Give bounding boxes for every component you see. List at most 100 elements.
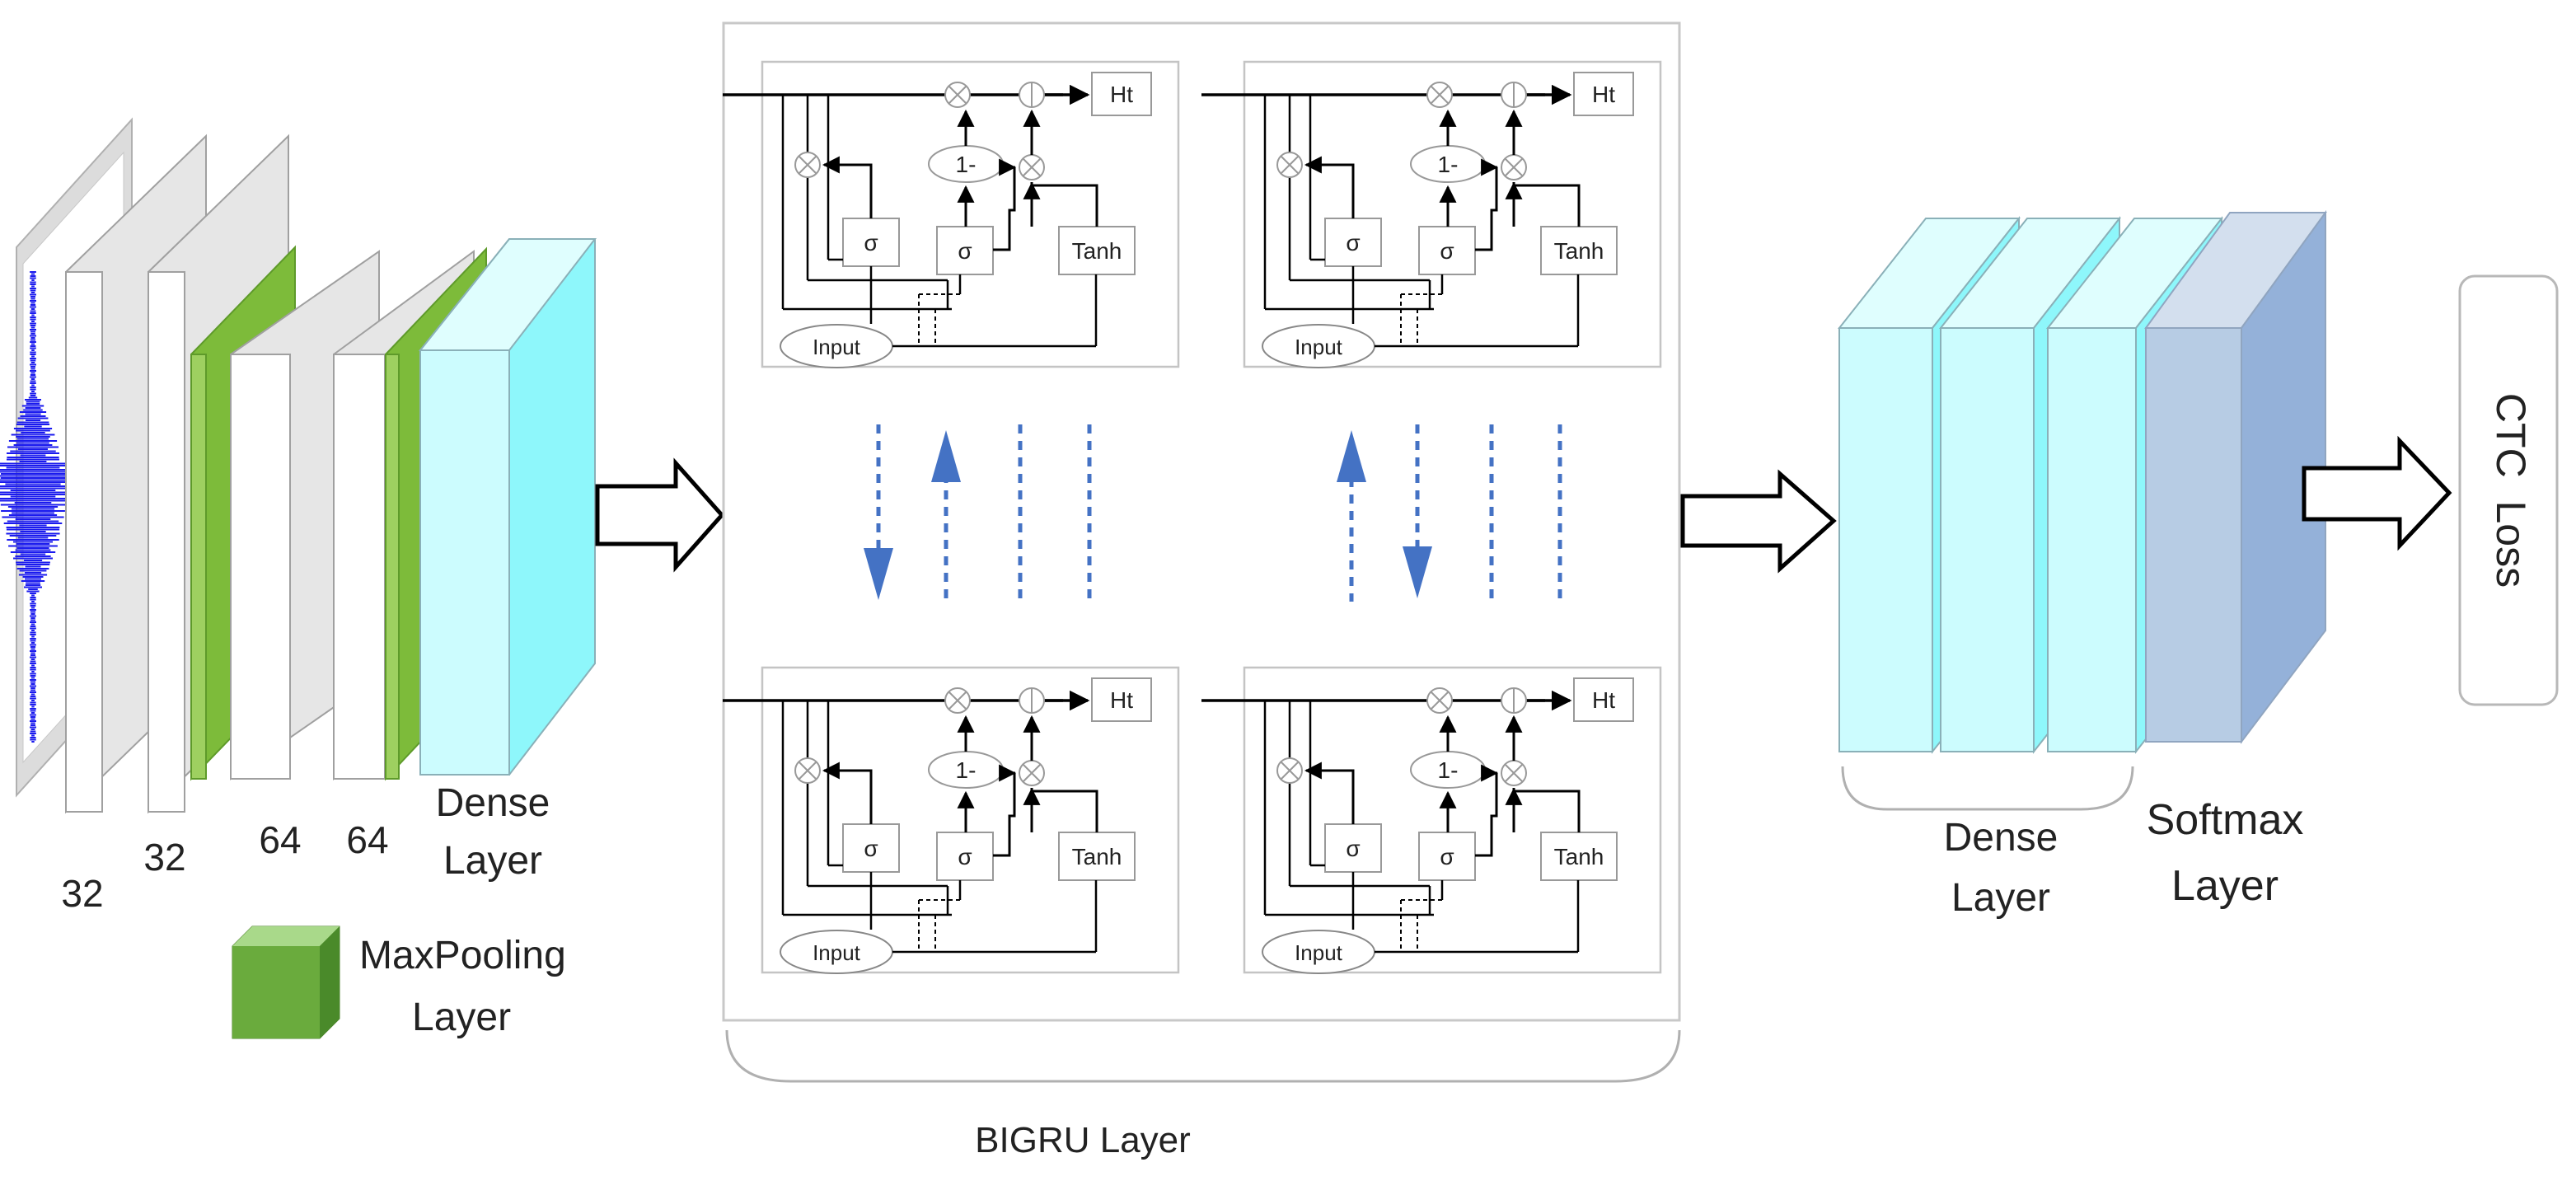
multiply-node	[944, 82, 971, 108]
update-multiply-node	[1501, 154, 1527, 180]
bigru-brace	[725, 1029, 1681, 1083]
update-gate-sigma-box: σ	[1418, 832, 1476, 881]
tanh-box: Tanh	[1058, 226, 1136, 275]
flow-arrow-to-bigru	[595, 457, 725, 573]
one-minus-node: 1-	[1410, 751, 1486, 789]
input-node: Input	[780, 324, 893, 368]
update-gate-sigma-box: σ	[936, 226, 994, 275]
tanh-box: Tanh	[1058, 832, 1136, 881]
ctc-loss-label: CTC Loss	[2488, 393, 2534, 588]
cnn-stack: 32 32 64 64 Dense Layer	[0, 117, 597, 915]
filter-label-4: 64	[346, 818, 388, 861]
reset-gate-sigma-box: σ	[1324, 823, 1382, 873]
flow-arrow-to-ctc	[2302, 435, 2452, 551]
input-text: Input	[1295, 335, 1343, 359]
sequence-dashes	[876, 424, 1562, 602]
ctc-loss-box: CTC Loss	[2458, 274, 2559, 706]
ht-output-box: Ht	[1091, 677, 1152, 722]
tanh-box-text: Tanh	[1554, 238, 1604, 264]
head-dense-brace	[1841, 766, 2134, 811]
ht-output-box-text: Ht	[1592, 82, 1615, 107]
flow-arrow-to-dense	[1680, 469, 1837, 574]
one-minus-node: 1-	[928, 145, 1004, 183]
one-minus-node: 1-	[928, 751, 1004, 789]
reset-multiply-node	[1276, 757, 1303, 784]
multiply-node	[1426, 82, 1453, 108]
filter-label-3: 64	[259, 818, 301, 861]
cnn-dense-block	[418, 238, 597, 776]
dense-softmax-head: Dense Layer Softmax Layer	[1837, 209, 2327, 920]
reset-multiply-node	[794, 757, 821, 784]
one-minus-node: 1-	[1410, 145, 1486, 183]
multiply-node	[944, 687, 971, 714]
one-minus-text: 1-	[1438, 152, 1459, 177]
reset-gate-sigma-box: σ	[842, 823, 900, 873]
update-gate-sigma-box: σ	[1418, 226, 1476, 275]
reset-gate-sigma-box-text: σ	[1346, 836, 1360, 861]
ht-output-box: Ht	[1573, 677, 1634, 722]
forward-direction-arrow-icon	[931, 430, 961, 482]
maxpool-legend-label-line1: MaxPooling	[359, 934, 566, 977]
add-node	[1019, 687, 1045, 714]
update-gate-sigma-box-text: σ	[1440, 844, 1454, 869]
cnn-dense-label-line2: Layer	[443, 839, 542, 883]
cnn-dense-label-line1: Dense	[436, 781, 550, 825]
one-minus-text: 1-	[956, 152, 977, 177]
ht-output-box-text: Ht	[1110, 82, 1133, 107]
maxpool-legend: MaxPooling Layer	[232, 926, 566, 1039]
reset-multiply-node	[794, 152, 821, 178]
reset-gate-sigma-box-text: σ	[864, 836, 878, 861]
reset-gate-sigma-box: σ	[842, 218, 900, 267]
update-multiply-node	[1019, 760, 1045, 786]
backward-direction-arrow-icon-2	[1403, 546, 1432, 598]
filter-label-1: 32	[61, 872, 103, 915]
reset-multiply-node	[1276, 152, 1303, 178]
audio-waveform-icon	[0, 271, 82, 743]
update-gate-sigma-box-text: σ	[1440, 238, 1454, 264]
add-node	[1501, 82, 1527, 108]
update-gate-sigma-box-text: σ	[958, 844, 972, 869]
softmax-label-line2: Layer	[2171, 862, 2279, 910]
one-minus-text: 1-	[1438, 757, 1459, 783]
input-node: Input	[1262, 324, 1375, 368]
forward-direction-arrow-icon-2	[1337, 430, 1366, 482]
input-node: Input	[780, 930, 893, 974]
reset-gate-sigma-box-text: σ	[864, 230, 878, 255]
ht-output-box-text: Ht	[1110, 687, 1133, 713]
backward-direction-arrow-icon	[864, 548, 893, 600]
head-dense-label-line1: Dense	[1944, 816, 2058, 860]
tanh-box: Tanh	[1540, 832, 1618, 881]
maxpool-legend-label-line2: Layer	[412, 996, 511, 1039]
input-text: Input	[1295, 940, 1343, 965]
tanh-box-text: Tanh	[1072, 844, 1122, 869]
add-node	[1501, 687, 1527, 714]
add-node	[1019, 82, 1045, 108]
softmax-block	[2144, 209, 2327, 744]
reset-gate-sigma-box-text: σ	[1346, 230, 1360, 255]
update-multiply-node	[1501, 760, 1527, 786]
tanh-box-text: Tanh	[1554, 844, 1604, 869]
multiply-node	[1426, 687, 1453, 714]
filter-label-2: 32	[143, 836, 185, 879]
tanh-box-text: Tanh	[1072, 238, 1122, 264]
ht-output-box: Ht	[1091, 72, 1152, 116]
one-minus-text: 1-	[956, 757, 977, 783]
update-gate-sigma-box: σ	[936, 832, 994, 881]
ht-output-box: Ht	[1573, 72, 1634, 116]
bigru-label: BIGRU Layer	[975, 1120, 1191, 1160]
tanh-box: Tanh	[1540, 226, 1618, 275]
update-gate-sigma-box-text: σ	[958, 238, 972, 264]
input-text: Input	[813, 940, 861, 965]
ht-output-box-text: Ht	[1592, 687, 1615, 713]
softmax-label-line1: Softmax	[2147, 796, 2304, 844]
update-multiply-node	[1019, 154, 1045, 180]
input-node: Input	[1262, 930, 1375, 974]
input-text: Input	[813, 335, 861, 359]
head-dense-label-line2: Layer	[1951, 876, 2050, 920]
reset-gate-sigma-box: σ	[1324, 218, 1382, 267]
